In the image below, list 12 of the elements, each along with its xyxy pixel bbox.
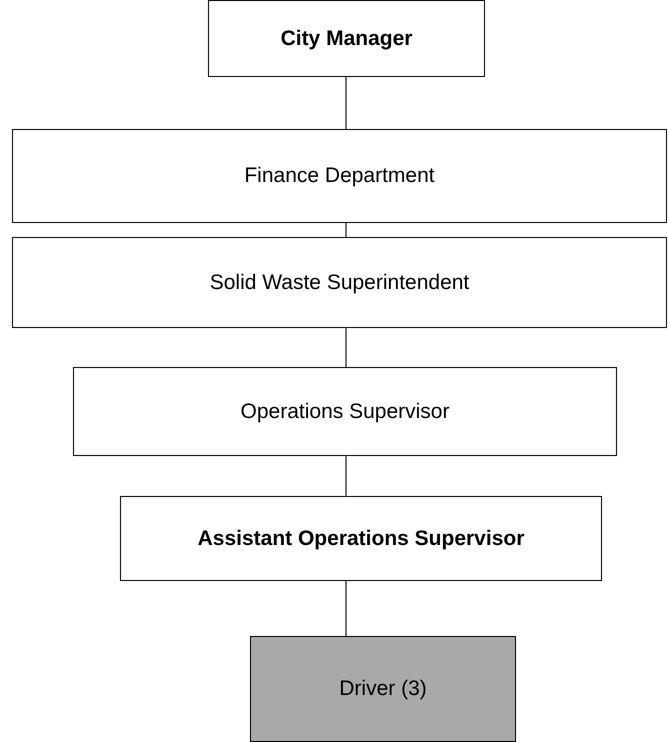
role-title: Assistant Operations Supervisor: [198, 526, 524, 550]
org-box: [120, 496, 602, 581]
org-box: [73, 367, 617, 456]
org-box: [250, 636, 516, 742]
role-title: Solid Waste Superintendent: [210, 270, 470, 294]
role-title: Finance Department: [244, 164, 435, 188]
org-box: [12, 129, 667, 223]
role-title: Driver (3): [339, 677, 427, 701]
role-title: City Manager: [280, 26, 412, 50]
org-box: [208, 0, 485, 77]
role-title: Operations Supervisor: [240, 400, 450, 424]
org-box: [12, 237, 667, 328]
